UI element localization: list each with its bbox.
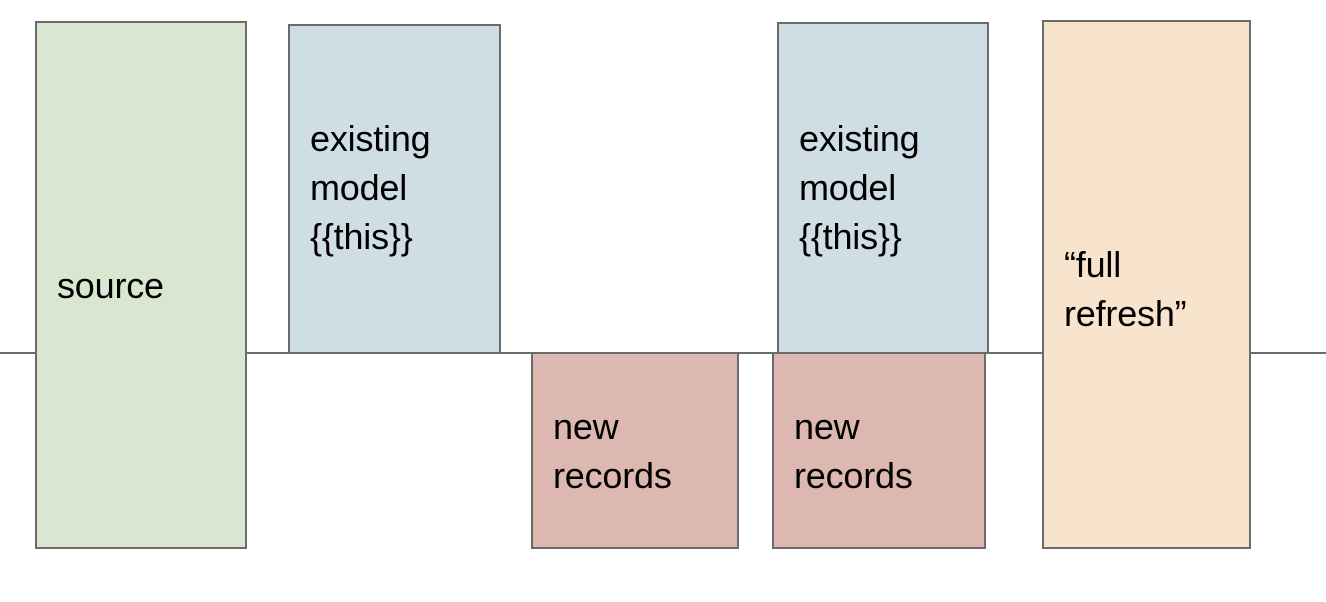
diagram-node-new-records-1-label: new records <box>553 405 672 496</box>
diagram-node-full-refresh[interactable]: “full refresh” <box>1042 20 1251 549</box>
diagram-node-source[interactable]: source <box>35 21 247 549</box>
diagram-node-full-refresh-label: “full refresh” <box>1064 244 1187 334</box>
diagram-node-source-label: source <box>57 264 164 306</box>
diagram-node-existing-model-2-label: existing model {{this}} <box>799 118 920 257</box>
diagram-node-new-records-1[interactable]: new records <box>531 352 739 549</box>
diagram-node-existing-model-1[interactable]: existing model {{this}} <box>288 24 501 354</box>
diagram-node-existing-model-1-label: existing model {{this}} <box>310 118 431 257</box>
diagram-node-new-records-2-label: new records <box>794 405 913 496</box>
diagram-node-existing-model-2[interactable]: existing model {{this}} <box>777 22 989 354</box>
diagram-node-new-records-2[interactable]: new records <box>772 352 986 549</box>
